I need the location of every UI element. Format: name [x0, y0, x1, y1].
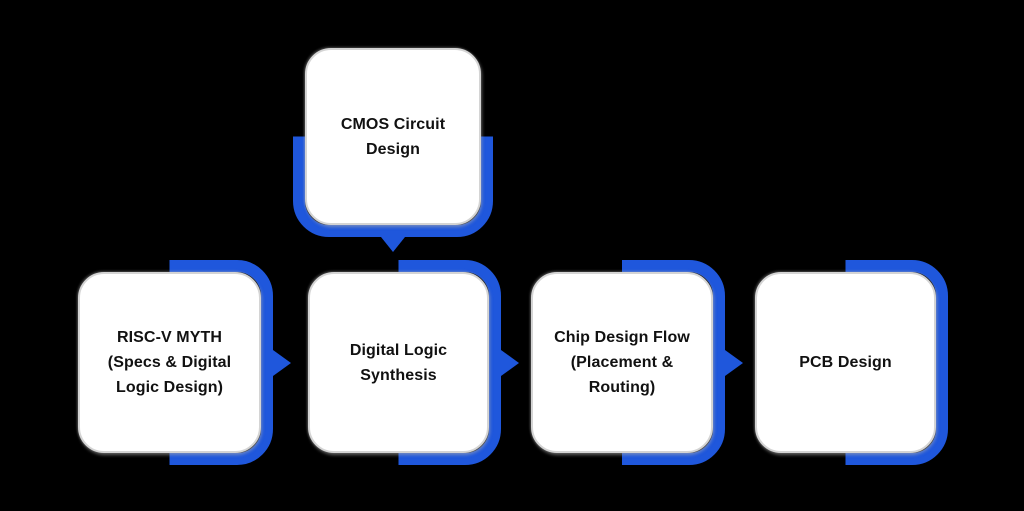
accent-band-bottom — [293, 136, 493, 237]
node-card: Chip Design Flow(Placement &Routing) — [531, 272, 713, 453]
arrow-right-icon — [501, 349, 519, 376]
arrow-right-icon — [725, 349, 743, 376]
node-label: PCB Design — [799, 354, 892, 371]
node-chip-design-flow: Chip Design Flow(Placement &Routing) — [531, 260, 743, 465]
node-pcb-design: PCB Design — [755, 260, 948, 465]
arrow-down-icon — [381, 237, 405, 252]
node-card: PCB Design — [755, 272, 936, 453]
accent-band-right — [398, 260, 501, 465]
accent-band-right — [845, 260, 948, 465]
accent-band-right — [169, 260, 273, 465]
arrow-right-icon — [273, 349, 291, 376]
accent-band-right — [622, 260, 725, 465]
node-label: Chip Design Flow(Placement &Routing) — [554, 329, 690, 396]
